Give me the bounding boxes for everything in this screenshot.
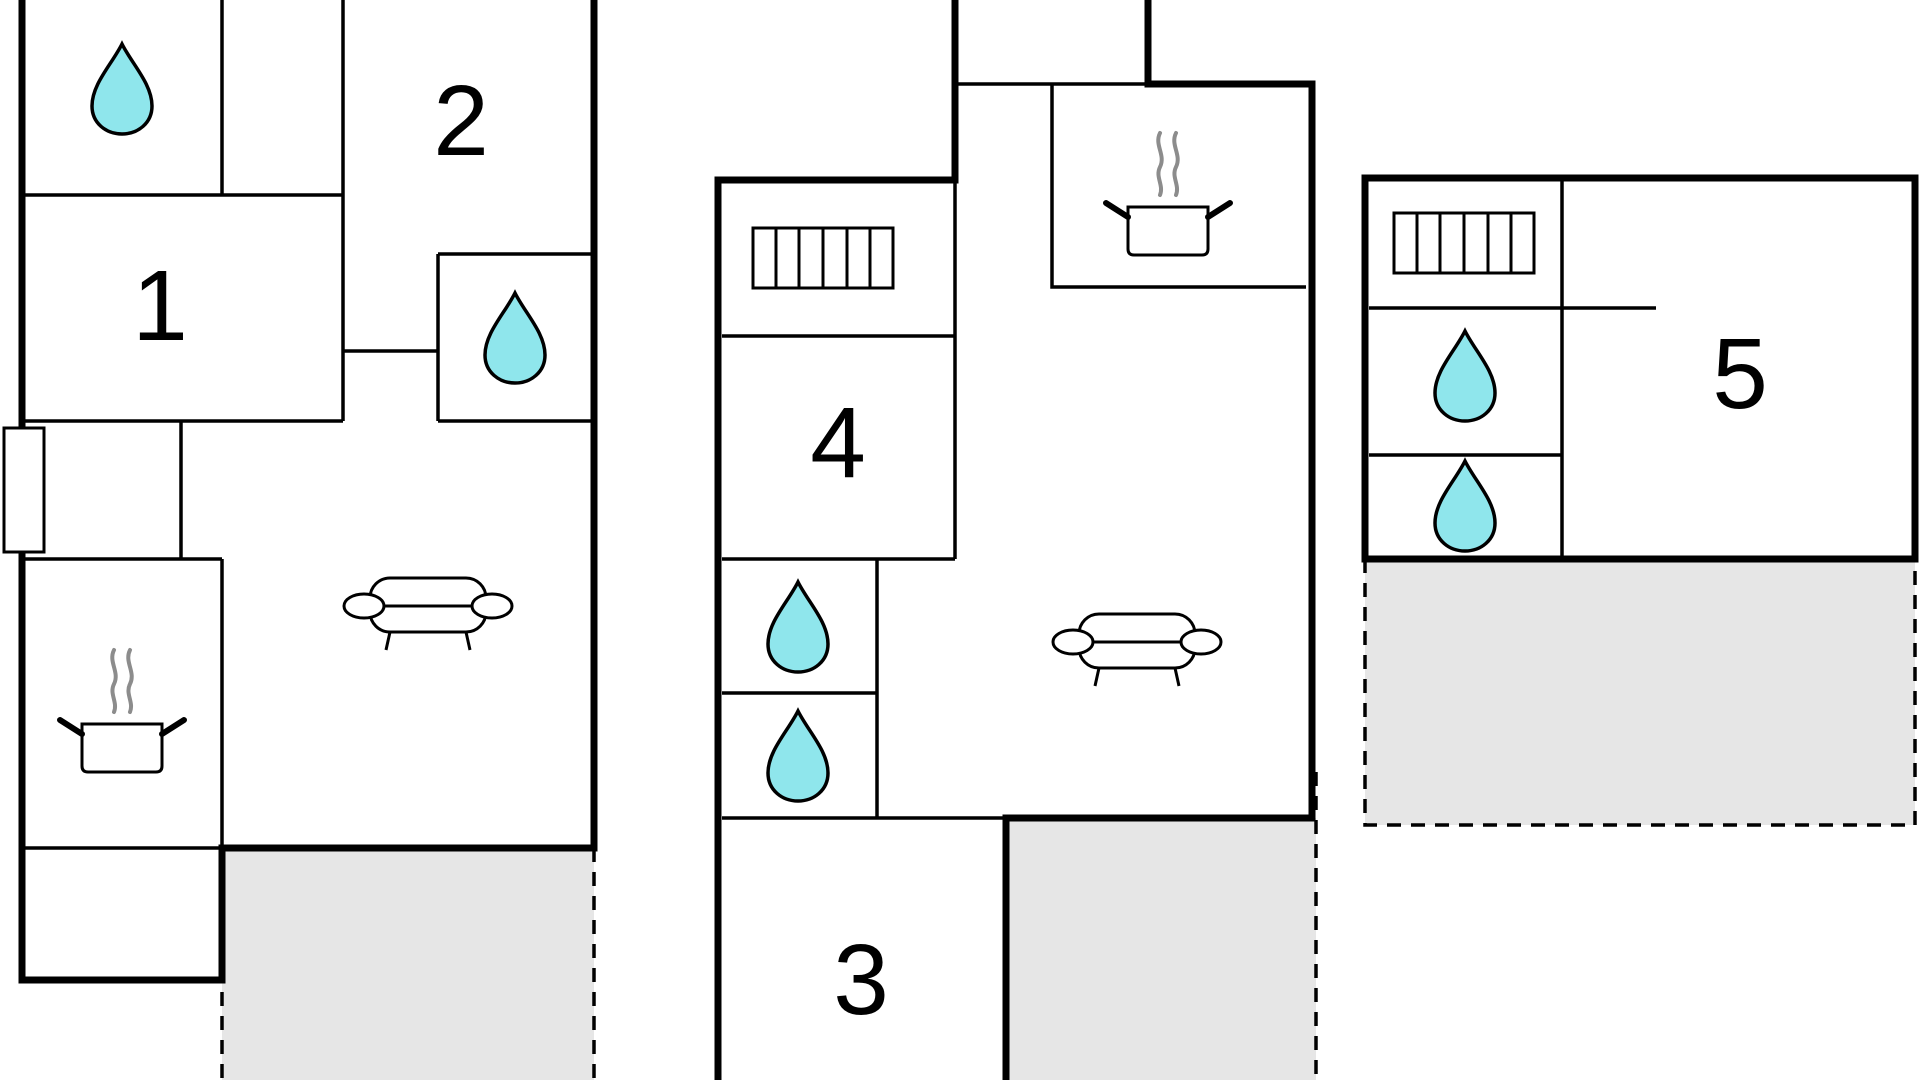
- radiator-icon: [751, 226, 895, 290]
- room-number-5: 5: [1712, 318, 1768, 430]
- room-number-2: 2: [433, 65, 489, 177]
- water-drop-icon: [90, 42, 154, 136]
- terrace-right: [1365, 559, 1915, 825]
- unit-left: 1 2: [2, 0, 598, 1080]
- room-number-4: 4: [810, 387, 866, 499]
- terrace-left: [222, 848, 594, 1080]
- sofa-icon: [342, 576, 514, 652]
- water-drop-icon: [483, 291, 547, 385]
- water-drop-icon: [766, 709, 830, 803]
- water-drop-icon: [1433, 459, 1497, 553]
- water-drop-icon: [1433, 329, 1497, 423]
- window-left: [2, 426, 46, 554]
- unit-middle: 4 3: [714, 0, 1318, 1080]
- unit-right: 5: [1361, 174, 1919, 827]
- cooking-pot-icon: [60, 650, 184, 772]
- cooking-pot-icon: [1106, 133, 1230, 255]
- water-drop-icon: [766, 580, 830, 674]
- interior-walls-right-unit: [1369, 178, 1656, 559]
- terrace-right-outline: [1363, 559, 1917, 827]
- room-number-1: 1: [132, 250, 188, 362]
- exterior-wall-left-unit: [18, 0, 598, 984]
- interior-walls-left-unit: [22, 0, 594, 850]
- terrace-left-outline: [220, 848, 596, 1080]
- radiator-icon: [1392, 211, 1536, 275]
- terrace-middle: [1006, 818, 1316, 1080]
- exterior-wall-middle-unit: [714, 0, 1316, 1080]
- interior-walls-middle-unit: [722, 82, 1306, 820]
- room-number-3: 3: [833, 924, 889, 1036]
- sofa-icon: [1051, 612, 1223, 688]
- exterior-wall-right-unit: [1361, 174, 1919, 563]
